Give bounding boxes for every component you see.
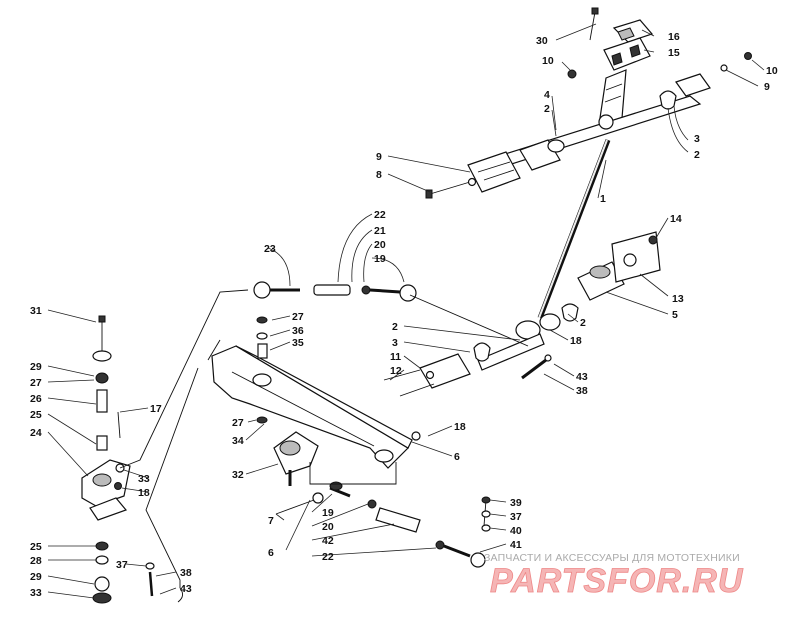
nut-10-left: [567, 69, 577, 79]
callout-10a: 10: [542, 55, 554, 67]
callout-18c: 18: [138, 487, 150, 499]
routing-lines: [119, 289, 397, 588]
callout-4: 4: [544, 89, 550, 101]
callout-28: 28: [30, 555, 42, 567]
callout-27a: 27: [292, 311, 304, 323]
callout-8: 8: [376, 169, 382, 181]
callout-34: 34: [232, 435, 244, 447]
bushing-2-upper: [598, 52, 752, 130]
bolt-30: [589, 7, 599, 41]
callout-2c: 2: [580, 317, 586, 329]
lower-clamp-3-11: [383, 342, 491, 397]
callout-38b: 38: [180, 567, 192, 579]
callout-22b: 22: [322, 551, 334, 563]
stack-27-36-35: [256, 316, 268, 424]
callout-5: 5: [672, 309, 678, 321]
leader-lines: [47, 23, 765, 599]
lower-steering-block: [577, 231, 661, 301]
callout-21: 21: [374, 225, 386, 237]
callout-42: 42: [322, 535, 334, 547]
handlebar-block-15: [603, 37, 651, 71]
callout-6a: 6: [454, 451, 460, 463]
spindle-assembly: [81, 315, 183, 604]
callout-27c: 27: [30, 377, 42, 389]
callout-32: 32: [232, 469, 244, 481]
callout-2a: 2: [544, 103, 550, 115]
callout-26: 26: [30, 393, 42, 405]
callout-29a: 29: [30, 361, 42, 373]
callout-41: 41: [510, 539, 522, 551]
callout-3b: 3: [392, 337, 398, 349]
callout-19b: 19: [322, 507, 334, 519]
bolt-38-upper: [521, 354, 552, 380]
callout-36: 36: [292, 325, 304, 337]
callout-23: 23: [264, 243, 276, 255]
callout-43b: 43: [180, 583, 192, 595]
callout-31: 31: [30, 305, 42, 317]
callout-13: 13: [672, 293, 684, 305]
callout-16: 16: [668, 31, 680, 43]
callout-9a: 9: [376, 151, 382, 163]
callout-11: 11: [390, 351, 401, 363]
callout-40: 40: [510, 525, 522, 537]
callout-9b: 9: [764, 81, 770, 93]
callout-7: 7: [268, 515, 274, 527]
callout-17: 17: [150, 403, 162, 415]
handlebar-clamp-16: [612, 19, 654, 43]
callout-35: 35: [292, 337, 304, 349]
callout-25b: 25: [30, 541, 42, 553]
callout-2d: 2: [392, 321, 398, 333]
callout-43a: 43: [576, 371, 588, 383]
callout-3a: 3: [694, 133, 700, 145]
steering-arm-32: [273, 431, 421, 486]
callout-39: 39: [510, 497, 522, 509]
callout-37b: 37: [510, 511, 522, 523]
callout-10b: 10: [766, 65, 778, 77]
callout-18b: 18: [454, 421, 466, 433]
callout-29b: 29: [30, 571, 42, 583]
watermark-logo: PARTSFOR.RU: [490, 562, 744, 600]
callout-6b: 6: [268, 547, 274, 559]
callout-33b: 33: [30, 587, 42, 599]
steering-arm-34: [211, 345, 413, 469]
callout-22a: 22: [374, 209, 386, 221]
callout-30: 30: [536, 35, 548, 47]
bracket-4: [519, 139, 565, 171]
callout-37a: 37: [116, 559, 128, 571]
lower-tie-rod: [275, 481, 491, 568]
watermark: ЗАПЧАСТИ И АКСЕССУАРЫ ДЛЯ МОТОТЕХНИКИ PA…: [484, 552, 744, 600]
callout-33a: 33: [138, 473, 150, 485]
callout-24: 24: [30, 427, 42, 439]
upper-tie-rod: [253, 281, 529, 347]
watermark-caption: ЗАПЧАСТИ И АКСЕССУАРЫ ДЛЯ МОТОТЕХНИКИ: [484, 552, 740, 564]
bracket-9-8: [425, 151, 521, 199]
callout-14: 14: [670, 213, 682, 225]
callout-numbers: 30 16 15 10 10 9 4 2 3 2 9 8 1 14 13 5 2…: [30, 31, 778, 599]
callout-20b: 20: [322, 521, 334, 533]
callout-1: 1: [600, 193, 606, 205]
callout-2b: 2: [694, 149, 700, 161]
callout-12: 12: [390, 365, 402, 377]
callout-27b: 27: [232, 417, 244, 429]
callout-20a: 20: [374, 239, 386, 251]
callout-18a: 18: [570, 335, 582, 347]
callout-38a: 38: [576, 385, 588, 397]
callout-15: 15: [668, 47, 680, 59]
callout-25a: 25: [30, 409, 42, 421]
callout-19a: 19: [374, 253, 386, 265]
